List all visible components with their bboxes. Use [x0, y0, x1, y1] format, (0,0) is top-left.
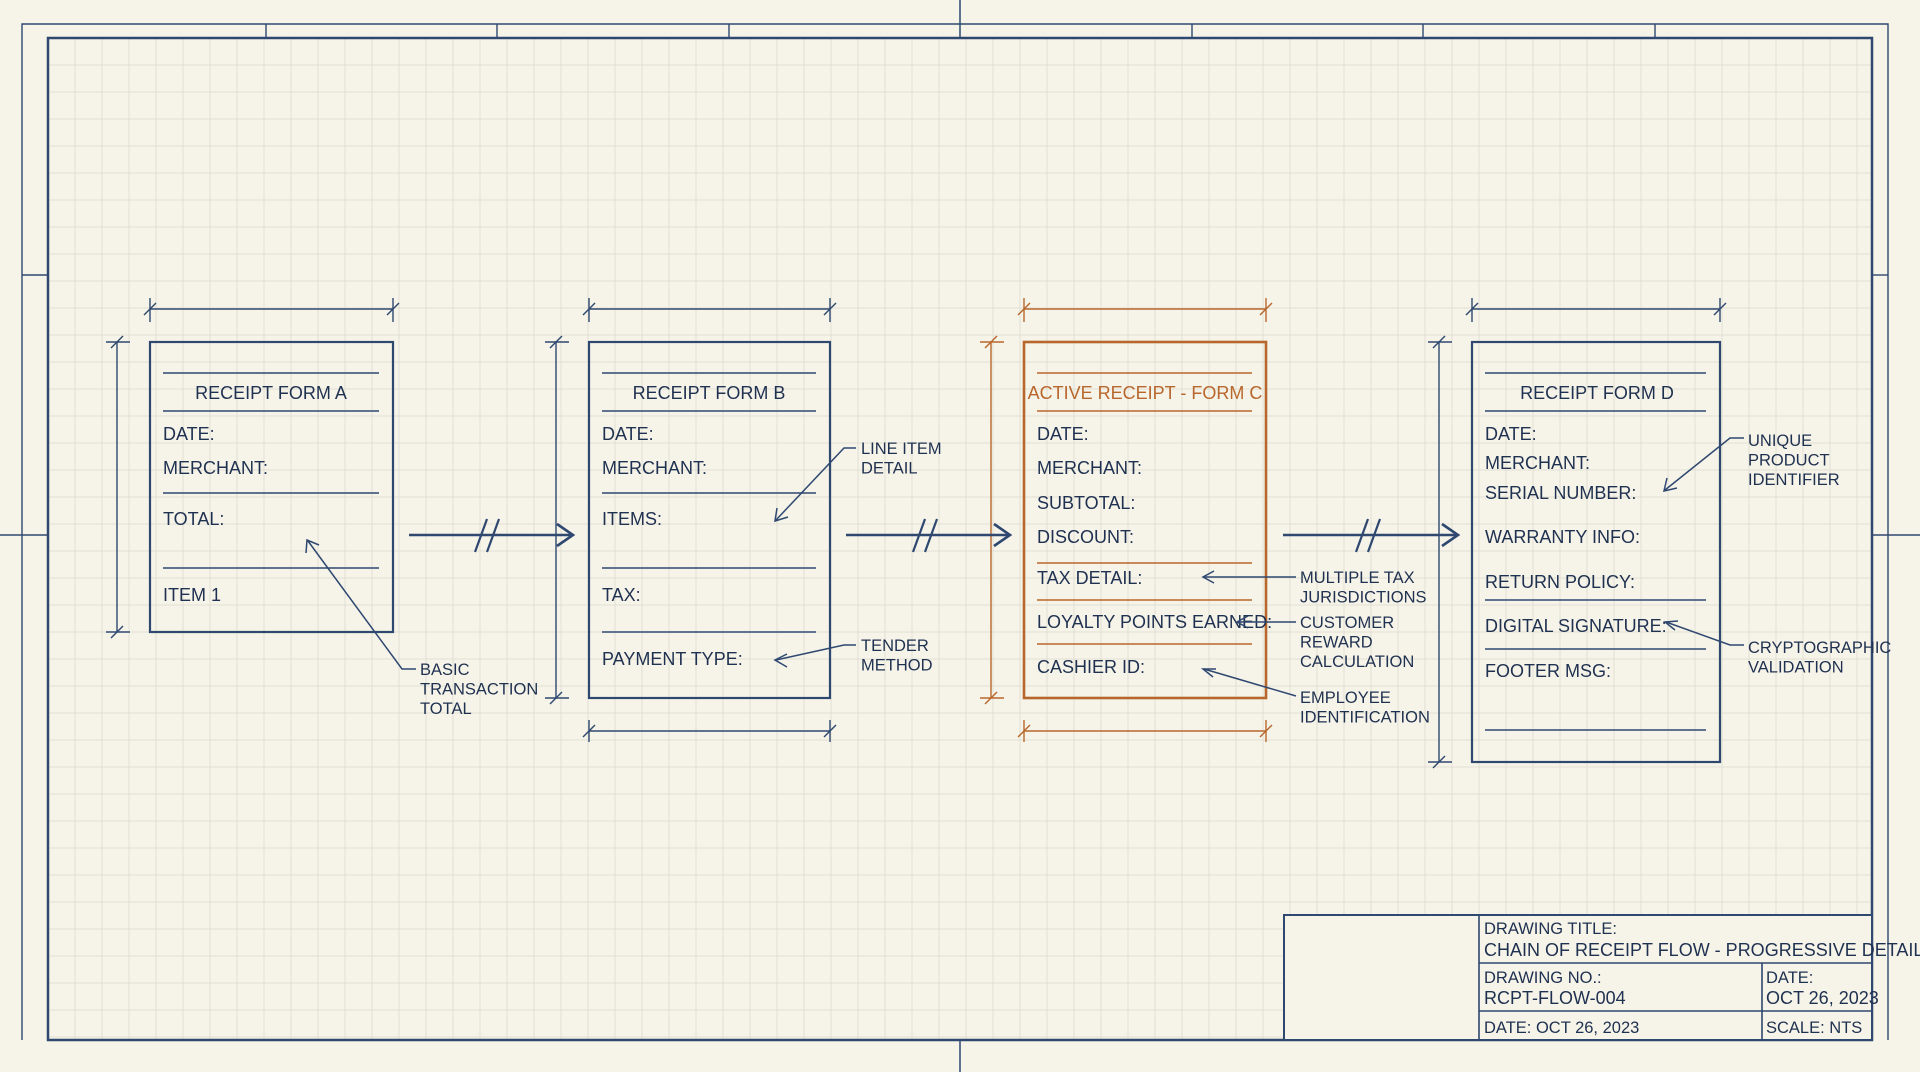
form-c-title: ACTIVE RECEIPT - FORM C	[1028, 383, 1263, 403]
form-b-tax-field: TAX:	[602, 585, 641, 605]
form-b-title: RECEIPT FORM B	[633, 383, 786, 403]
form-c-date-field: DATE:	[1037, 424, 1089, 444]
form-d-footer-msg-field: FOOTER MSG:	[1485, 661, 1611, 681]
annotation-customer-reward-calculation: CUSTOMER REWARD CALCULATION	[1300, 614, 1414, 671]
form-c-tax-detail-field: TAX DETAIL:	[1037, 568, 1142, 588]
annotation-line-item-detail: LINE ITEM DETAIL	[861, 440, 946, 478]
active-receipt-form-c: ACTIVE RECEIPT - FORM C DATE: MERCHANT: …	[980, 298, 1273, 742]
form-b-dimensions	[545, 298, 837, 742]
drawing-title-label: DRAWING TITLE:	[1484, 920, 1617, 938]
annotation-unique-product-identifier: UNIQUE PRODUCT IDENTIFIER	[1748, 432, 1840, 489]
flow-arrow-a-to-b	[409, 518, 576, 553]
form-b-merchant-field: MERCHANT:	[602, 458, 707, 478]
form-a-box	[148, 340, 395, 634]
form-a-title: RECEIPT FORM A	[195, 383, 347, 403]
annotation-multiple-tax-jurisdictions: MULTIPLE TAX JURISDICTIONS	[1300, 569, 1427, 607]
form-d-merchant-field: MERCHANT:	[1485, 453, 1590, 473]
annotation-employee-identification: EMPLOYEE IDENTIFICATION	[1300, 689, 1430, 727]
annotation-leaders	[305, 437, 1744, 697]
form-a-total-field: TOTAL:	[163, 509, 224, 529]
zone-ticks-top	[265, 24, 1656, 38]
form-b-date-field: DATE:	[602, 424, 654, 444]
form-a-merchant-field: MERCHANT:	[163, 458, 268, 478]
form-d-digital-signature-field: DIGITAL SIGNATURE:	[1485, 616, 1667, 636]
form-d-warranty-info-field: WARRANTY INFO:	[1485, 527, 1640, 547]
background-grid	[48, 38, 1872, 1040]
form-c-discount-field: DISCOUNT:	[1037, 527, 1134, 547]
date-footer: DATE: OCT 26, 2023	[1484, 1019, 1639, 1037]
form-d-box	[1470, 340, 1722, 764]
form-c-box	[1022, 340, 1268, 700]
receipt-form-b: RECEIPT FORM B DATE: MERCHANT: ITEMS: TA…	[545, 298, 837, 742]
form-c-loyalty-points-field: LOYALTY POINTS EARNED:	[1037, 612, 1272, 632]
flow-arrow-b-to-c	[846, 518, 1013, 553]
form-a-item-field: ITEM 1	[163, 585, 221, 605]
drawing-no: RCPT-FLOW-004	[1484, 988, 1626, 1008]
scale: SCALE: NTS	[1766, 1019, 1862, 1037]
title-block: DRAWING TITLE: CHAIN OF RECEIPT FLOW - P…	[1283, 914, 1920, 1041]
form-b-box	[587, 340, 832, 700]
drawing-title: CHAIN OF RECEIPT FLOW - PROGRESSIVE DETA…	[1484, 940, 1920, 960]
form-c-cashier-id-field: CASHIER ID:	[1037, 657, 1145, 677]
flow-arrow-c-to-d	[1283, 518, 1461, 553]
form-b-payment-type-field: PAYMENT TYPE:	[602, 649, 743, 669]
form-d-date-field: DATE:	[1485, 424, 1537, 444]
form-b-items-field: ITEMS:	[602, 509, 662, 529]
outer-border	[21, 23, 1889, 1040]
form-a-date-field: DATE:	[163, 424, 215, 444]
form-a-dimensions	[106, 298, 400, 639]
form-d-title: RECEIPT FORM D	[1520, 383, 1674, 403]
receipt-form-a: RECEIPT FORM A DATE: MERCHANT: TOTAL: IT…	[106, 298, 400, 639]
receipt-form-d: RECEIPT FORM D DATE: MERCHANT: SERIAL NU…	[1428, 298, 1727, 769]
title-block-frame	[1283, 914, 1873, 1041]
form-d-dimensions	[1428, 298, 1727, 769]
date-value: OCT 26, 2023	[1766, 988, 1879, 1008]
annotation-basic-transaction-total: BASIC TRANSACTION TOTAL	[420, 661, 543, 718]
date-label: DATE:	[1766, 969, 1813, 987]
form-c-dimensions	[980, 298, 1273, 742]
annotation-tender-method: TENDER METHOD	[861, 637, 933, 675]
form-c-subtotal-field: SUBTOTAL:	[1037, 493, 1135, 513]
form-c-merchant-field: MERCHANT:	[1037, 458, 1142, 478]
form-d-return-policy-field: RETURN POLICY:	[1485, 572, 1635, 592]
drawing-no-label: DRAWING NO.:	[1484, 969, 1602, 987]
form-d-serial-number-field: SERIAL NUMBER:	[1485, 483, 1636, 503]
annotation-cryptographic-validation: CRYPTOGRAPHIC VALIDATION	[1748, 639, 1896, 677]
